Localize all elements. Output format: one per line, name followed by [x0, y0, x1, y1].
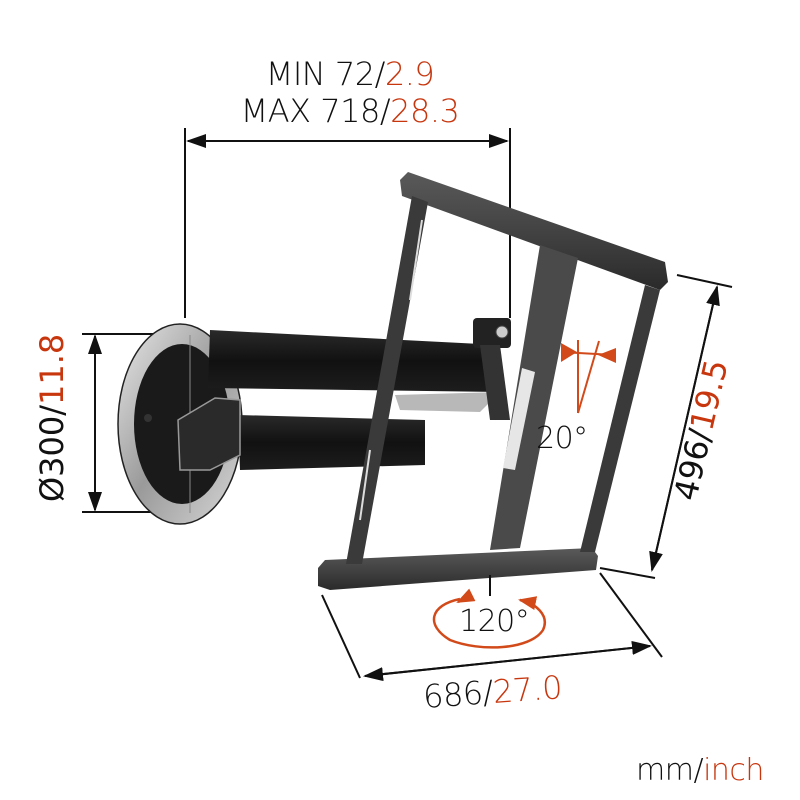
units-legend: mm/inch	[636, 753, 764, 788]
height-dimension-line	[599, 274, 733, 579]
tilt-head	[473, 318, 511, 420]
tilt-angle-label: 20°	[536, 421, 588, 456]
depth-max-inch: 28.3	[390, 92, 460, 130]
depth-dimension-line	[184, 128, 511, 318]
swivel-angle-icon	[432, 588, 546, 649]
width-label: 686/27.0	[421, 668, 564, 716]
swivel-angle-label: 120°	[459, 604, 530, 639]
tilt-angle-icon	[560, 340, 616, 414]
depth-min-label: MIN 72/2.9	[265, 55, 435, 93]
depth-max-label: MAX 718/28.3	[240, 92, 460, 130]
depth-min-inch: 2.9	[384, 55, 435, 93]
wall-plate-diameter-label: Ø300/11.8	[33, 333, 71, 502]
swing-arms	[177, 330, 500, 471]
width-dimension-line	[321, 572, 663, 682]
tv-frame	[318, 172, 668, 590]
